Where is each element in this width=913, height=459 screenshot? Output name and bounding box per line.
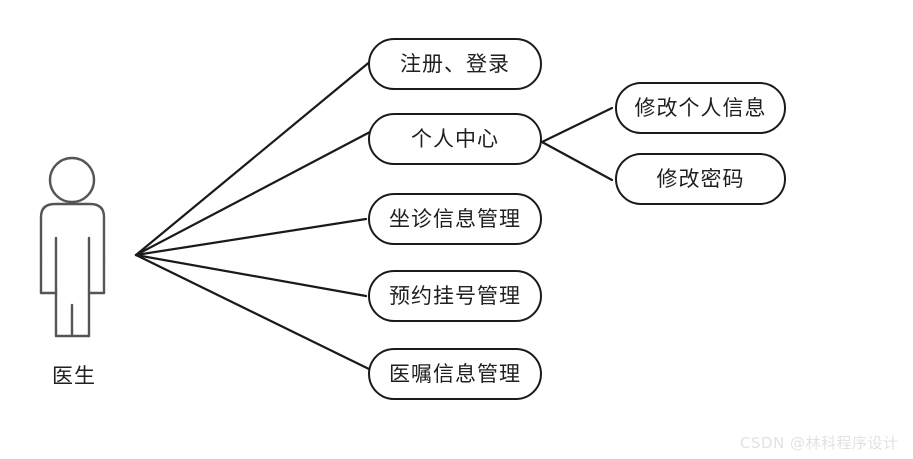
edge-actor-doctor-to-clinic-info-mgmt — [134, 217, 368, 257]
use-case-change-password[interactable]: 修改密码 — [615, 153, 786, 205]
actor-body — [39, 202, 106, 260]
use-case-edit-profile[interactable]: 修改个人信息 — [615, 82, 786, 134]
use-case-appointment-mgmt[interactable]: 预约挂号管理 — [368, 270, 542, 322]
edge-personal-center-to-change-password — [540, 140, 614, 182]
edge-actor-doctor-to-medical-order-mgmt — [134, 253, 373, 372]
use-case-personal-center[interactable]: 个人中心 — [368, 113, 542, 165]
csdn-watermark: CSDN @林科程序设计 — [740, 434, 899, 452]
use-case-medical-order-mgmt[interactable]: 医嘱信息管理 — [368, 348, 542, 400]
edge-actor-doctor-to-appointment-mgmt — [134, 253, 368, 298]
actor-doctor-label: 医生 — [52, 364, 96, 388]
edge-actor-doctor-to-register-login — [134, 58, 374, 257]
use-case-clinic-info-mgmt[interactable]: 坐诊信息管理 — [368, 193, 542, 245]
actor-head — [48, 156, 96, 204]
use-case-register-login[interactable]: 注册、登录 — [368, 38, 542, 90]
edge-actor-doctor-to-personal-center — [134, 130, 372, 257]
edge-personal-center-to-edit-profile — [540, 106, 614, 144]
